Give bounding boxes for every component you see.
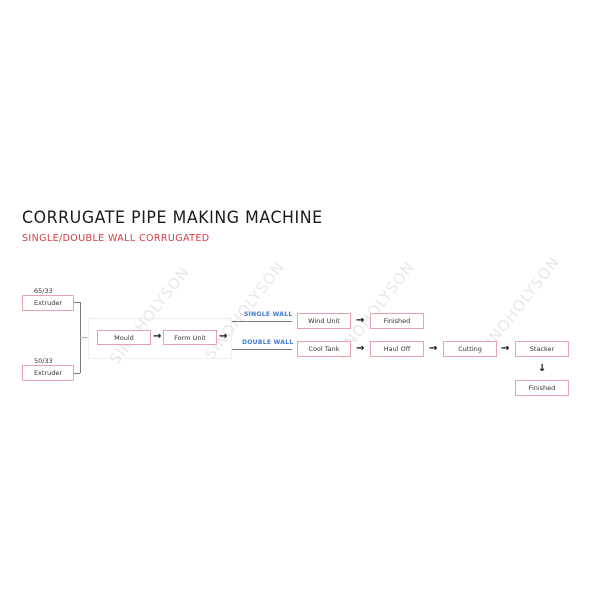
cool-tank-box: Cool Tank [297,341,351,357]
stacker-box: Stacker [515,341,569,357]
bracket-bottom [74,373,80,374]
diagram-title: CORRUGATE PIPE MAKING MACHINE [22,208,323,228]
diagram-subtitle: SINGLE/DOUBLE WALL CORRUGATED [22,233,210,244]
extruder-2-tag: 50/33 [34,357,53,365]
forming-group [88,318,232,359]
extruder-1-box: Extruder [22,295,74,311]
arrow-right-icon: → [501,343,510,354]
bracket-top [74,302,80,303]
form-unit-box: Form Unit [163,330,217,345]
arrow-right-icon: → [153,331,162,342]
double-finished-box: Finished [515,380,569,396]
single-finished-box: Finished [370,313,424,329]
arrow-right-icon: → [429,343,438,354]
double-wall-label: DOUBLE WALL [242,339,294,346]
cutting-box: Cutting [443,341,497,357]
extruder-2-box: Extruder [22,365,74,381]
single-wall-line [232,321,292,322]
arrow-right-icon: → [356,315,365,326]
wind-unit-box: Wind Unit [297,313,351,329]
arrow-right-icon: → [219,331,228,342]
extruder-1-tag: 65/33 [34,287,53,295]
arrow-down-icon: ↓ [538,363,547,374]
mould-box: Mould [97,330,151,345]
bracket-connector [80,337,88,338]
double-wall-line [232,349,292,350]
arrow-right-icon: → [356,343,365,354]
haul-off-box: Haul Off [370,341,424,357]
single-wall-label: SINGLE WALL [244,311,293,318]
